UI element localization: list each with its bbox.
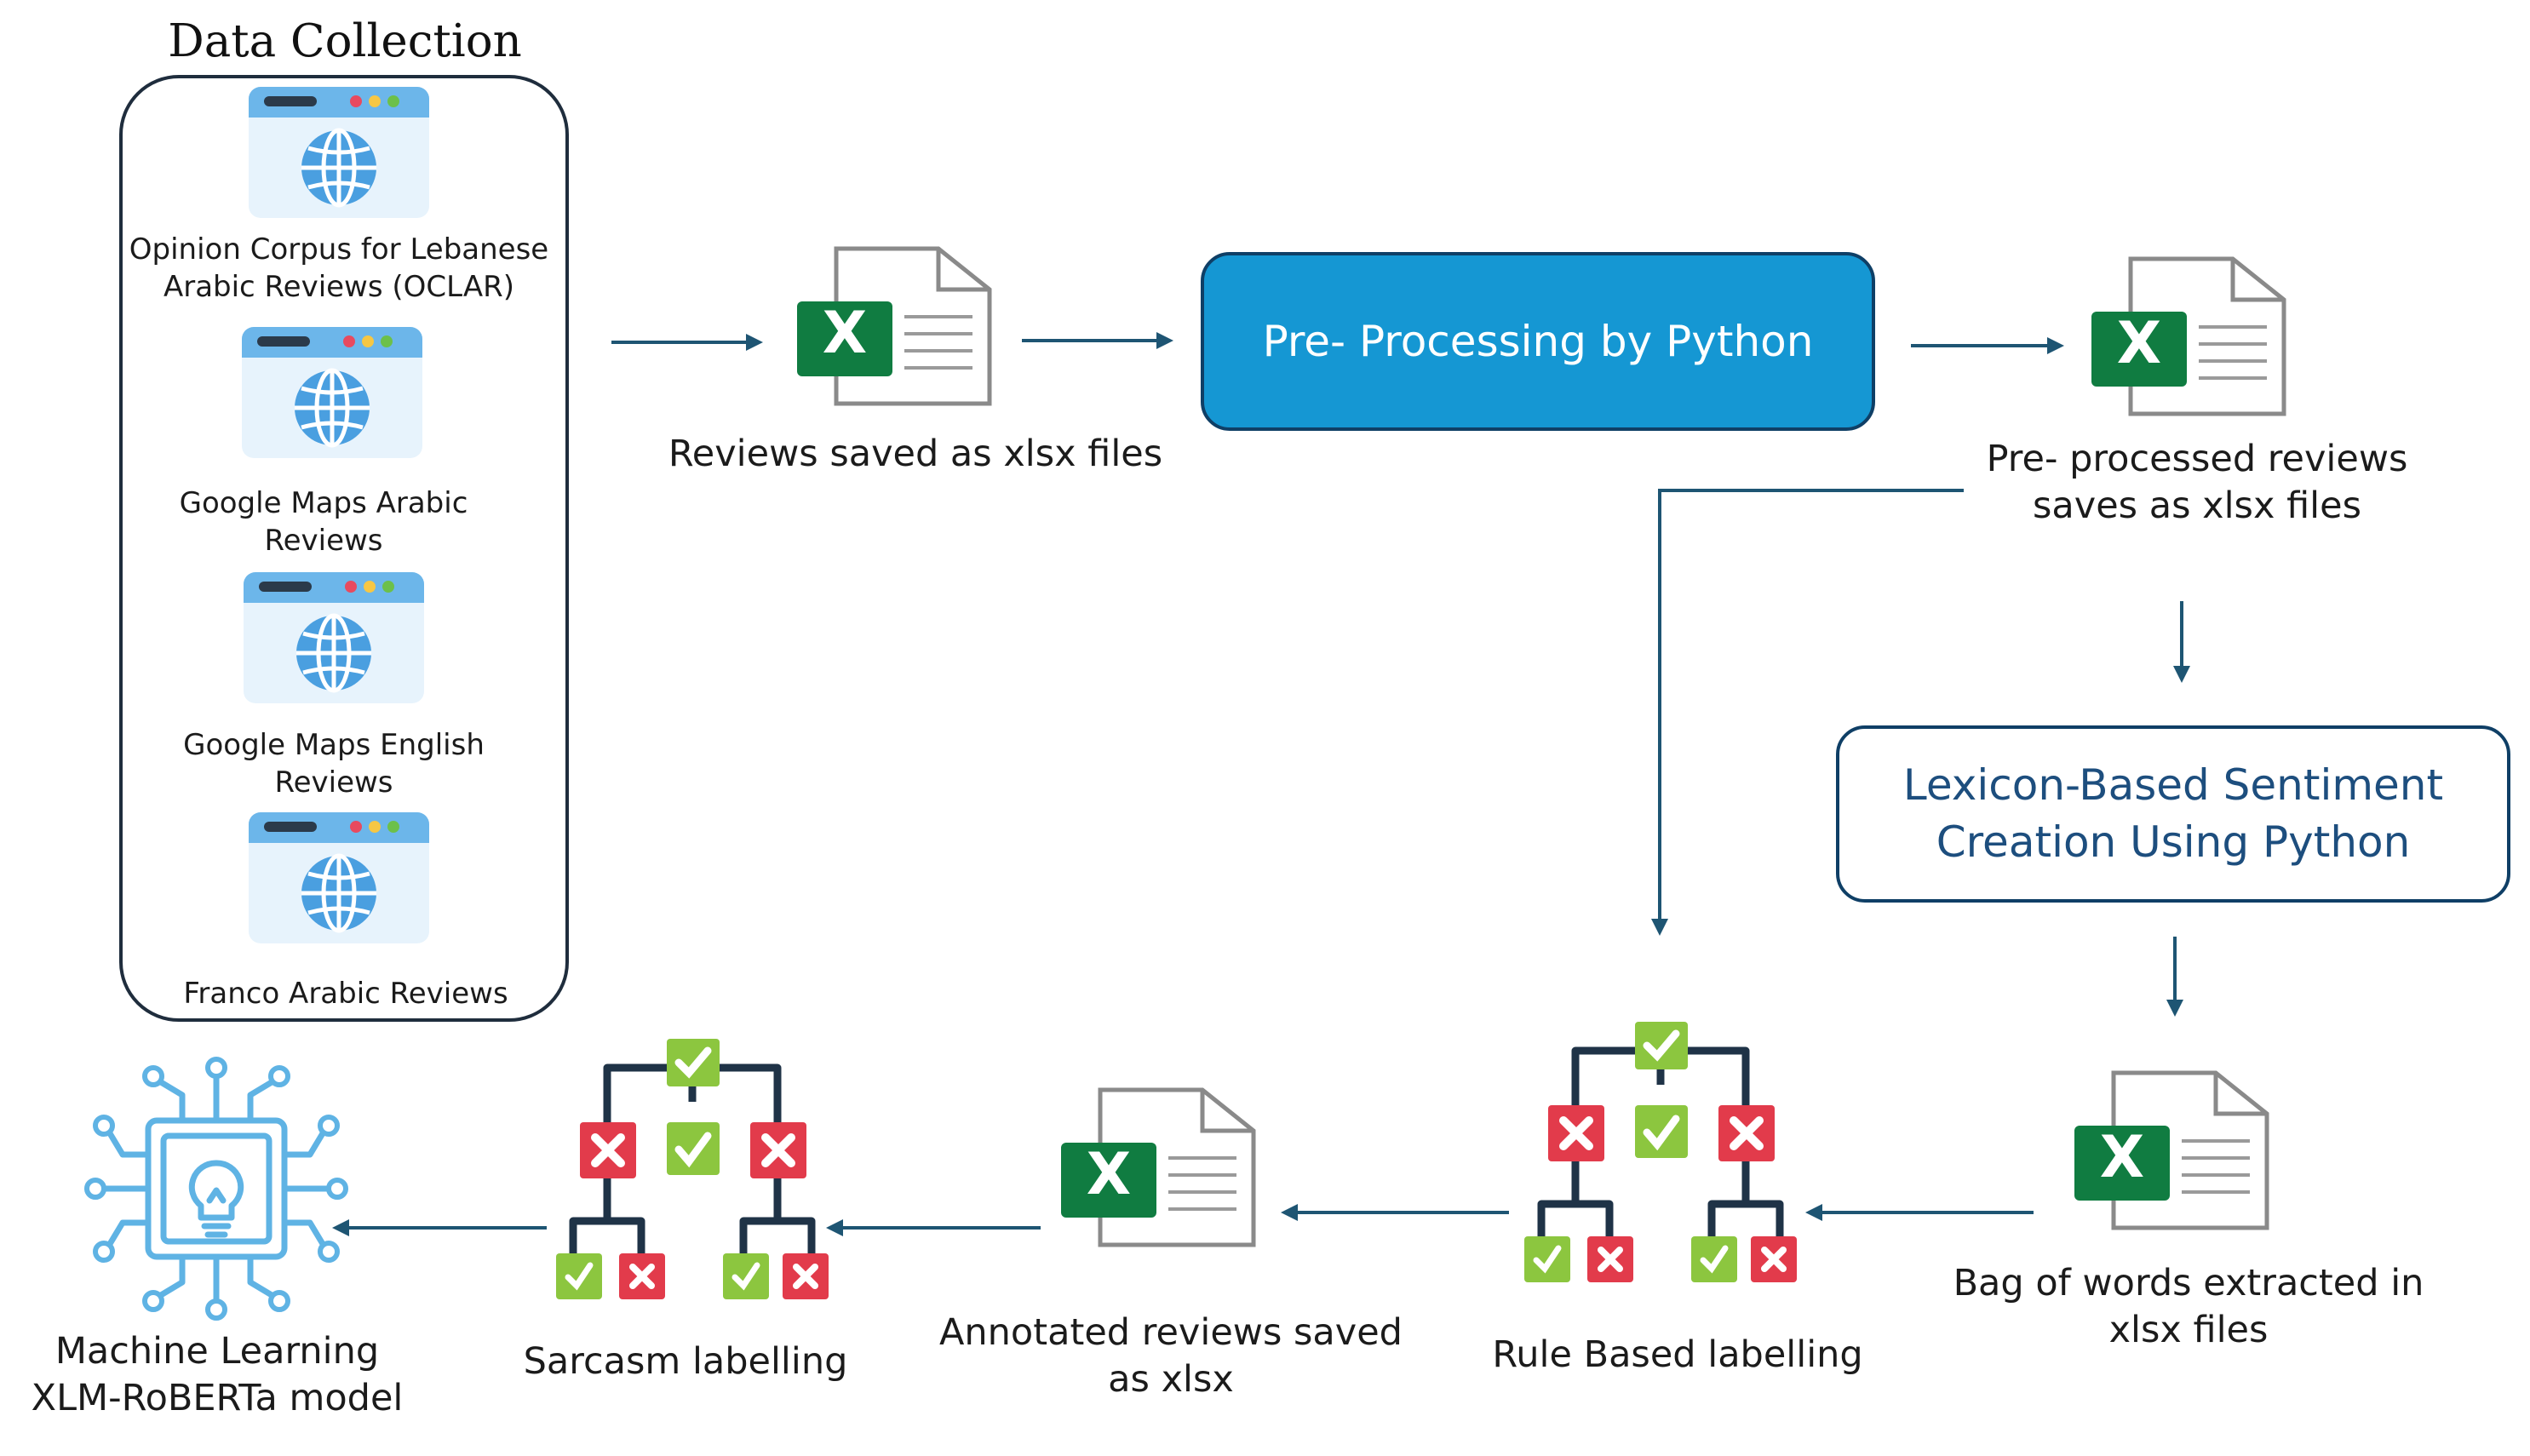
excel-file-icon: X: [2091, 256, 2286, 416]
ai-lightbulb-circuit-icon: [84, 1057, 348, 1321]
source-label-line: Opinion Corpus for Lebanese: [129, 232, 549, 267]
lexicon-label-line: Lexicon-Based Sentiment: [1902, 760, 2444, 810]
source-label-line: Reviews: [274, 765, 393, 800]
decision-tree-icon: [1524, 1022, 1797, 1282]
label-line: as xlsx: [1108, 1358, 1234, 1402]
source-label-google-maps-english: Google Maps English Reviews: [112, 727, 555, 801]
data-collection-box: [119, 75, 569, 1022]
label-bag-of-words: Bag of words extracted in xlsx files: [1916, 1260, 2461, 1354]
label-reviews-saved: Reviews saved as xlsx files: [647, 431, 1184, 478]
source-label-line: Google Maps Arabic: [179, 486, 468, 520]
label-sarcasm: Sarcasm labelling: [477, 1338, 894, 1385]
decision-tree-icon: [556, 1039, 829, 1299]
excel-file-icon: X: [1061, 1087, 1256, 1247]
label-line: Annotated reviews saved: [939, 1311, 1403, 1354]
source-label-oclar: Opinion Corpus for Lebanese Arabic Revie…: [118, 232, 560, 306]
source-label-line: Reviews: [264, 523, 383, 558]
label-line: xlsx files: [2108, 1309, 2269, 1352]
label-rule-based: Rule Based labelling: [1448, 1332, 1908, 1379]
label-annotated-saved: Annotated reviews saved as xlsx: [903, 1310, 1439, 1403]
label-line: XLM-RoBERTa model: [31, 1377, 404, 1420]
excel-file-icon: X: [2074, 1070, 2269, 1230]
connector-saved-to-rule-based: [1651, 489, 1964, 936]
svg-text:X: X: [2100, 1124, 2144, 1191]
lexicon-box: Lexicon-Based Sentiment Creation Using P…: [1836, 725, 2510, 903]
label-line: Reviews saved as xlsx files: [668, 433, 1163, 475]
label-line: Sarcasm labelling: [523, 1340, 848, 1383]
lexicon-label-line: Creation Using Python: [1936, 817, 2411, 867]
label-line: Machine Learning: [55, 1330, 380, 1373]
label-preprocessed-saved: Pre- processed reviews saves as xlsx fil…: [1933, 436, 2461, 530]
label-line: Pre- processed reviews: [1986, 438, 2408, 480]
svg-text:X: X: [823, 300, 867, 367]
label-ml-model: Machine Learning XLM-RoBERTa model: [0, 1328, 434, 1422]
label-line: saves as xlsx files: [2033, 484, 2361, 528]
data-collection-title: Data Collection: [168, 15, 522, 67]
browser-globe-icon: [249, 87, 429, 218]
browser-globe-icon: [249, 812, 429, 943]
excel-file-icon: X: [797, 246, 992, 406]
label-line: Rule Based labelling: [1492, 1333, 1863, 1376]
source-label-line: Arabic Reviews (OCLAR): [163, 269, 515, 304]
source-label-line: Franco Arabic Reviews: [183, 977, 508, 1011]
label-line: Bag of words extracted in: [1953, 1262, 2424, 1304]
preprocessing-label: Pre- Processing by Python: [1262, 317, 1814, 366]
preprocessing-box: Pre- Processing by Python: [1201, 252, 1875, 431]
svg-text:X: X: [2117, 310, 2161, 377]
source-label-franco-arabic: Franco Arabic Reviews: [124, 976, 567, 1013]
browser-globe-icon: [244, 572, 424, 703]
source-label-line: Google Maps English: [183, 728, 485, 762]
source-label-google-maps-arabic: Google Maps Arabic Reviews: [102, 485, 545, 559]
svg-text:X: X: [1087, 1141, 1131, 1208]
browser-globe-icon: [242, 327, 422, 458]
